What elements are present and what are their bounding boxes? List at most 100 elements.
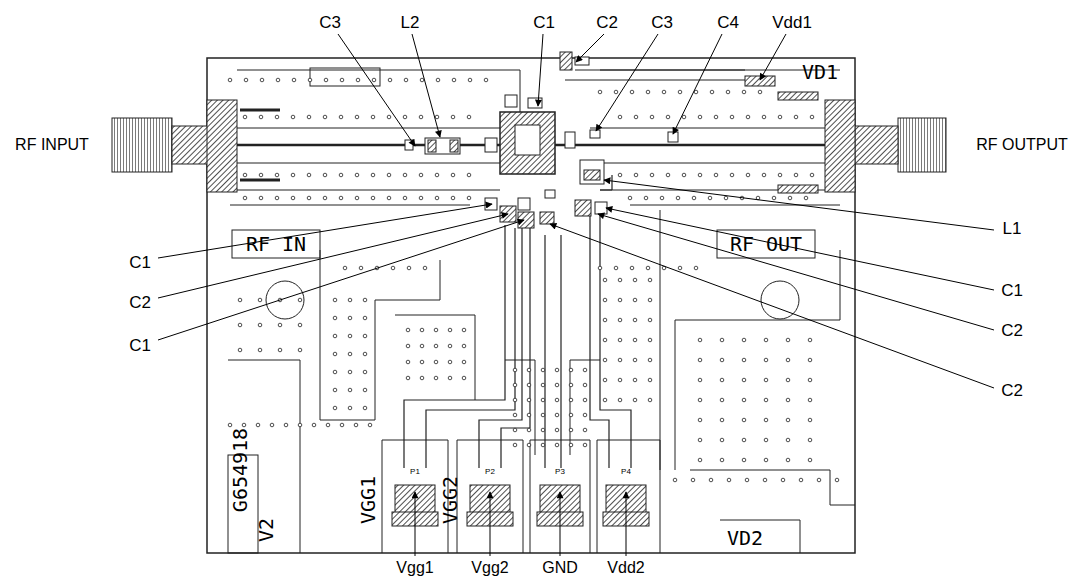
via-dot [772, 196, 776, 200]
pad-label: P4 [621, 468, 631, 476]
via-dot [764, 418, 768, 422]
via-dot [633, 298, 637, 302]
via-dot [434, 344, 438, 348]
via-dot [742, 458, 746, 462]
callout-label: C1 [533, 14, 555, 31]
via-dot [603, 278, 607, 282]
via-dot [541, 368, 545, 372]
via-dot [786, 398, 790, 402]
via-dot [333, 334, 337, 338]
via-dot [333, 388, 337, 392]
via-dot [808, 378, 812, 382]
via-dot [451, 196, 455, 200]
via-dot [698, 398, 702, 402]
via-dot [228, 423, 232, 427]
via-dot [403, 196, 407, 200]
via-dot [363, 298, 367, 302]
via-dot [555, 368, 559, 372]
via-dot [598, 90, 602, 94]
via-dot [583, 368, 587, 372]
via-dot [372, 78, 376, 82]
via-dot [758, 90, 762, 94]
via-dot [764, 398, 768, 402]
via-dot [698, 378, 702, 382]
via-dot [406, 344, 410, 348]
via-dot [808, 438, 812, 442]
via-dot [583, 443, 587, 447]
via-dot [633, 378, 637, 382]
leader-line [626, 492, 627, 556]
via-dot [764, 338, 768, 342]
via-dot [406, 376, 410, 380]
via-dot [307, 196, 311, 200]
via-dot [633, 338, 637, 342]
leader-line [576, 34, 604, 62]
via-dot [709, 478, 713, 482]
leader-line [338, 34, 415, 146]
via-dot [541, 383, 545, 387]
via-dot [618, 338, 622, 342]
via-dot [808, 338, 812, 342]
via-dot [420, 328, 424, 332]
leader-line [538, 34, 543, 106]
via-dot [618, 298, 622, 302]
via-dot [284, 423, 288, 427]
via-dot [555, 398, 559, 402]
via-dot [742, 438, 746, 442]
leader-line [606, 208, 994, 290]
pad-label: P3 [555, 468, 565, 476]
via-dot [666, 115, 670, 119]
via-dot [333, 316, 337, 320]
via-dot [666, 173, 670, 177]
via-dot [648, 318, 652, 322]
via-dot [660, 196, 664, 200]
via-dot [745, 478, 749, 482]
via-dot [781, 478, 785, 482]
via-dot [363, 388, 367, 392]
via-dot [355, 173, 359, 177]
via-dot [420, 344, 424, 348]
via-dot [676, 196, 680, 200]
via-dot [720, 378, 724, 382]
via-dot [467, 115, 471, 119]
via-dot [513, 368, 517, 372]
via-dot [650, 173, 654, 177]
silkscreen-text: RF IN [246, 234, 306, 254]
via-dot [275, 115, 279, 119]
via-dot [243, 196, 247, 200]
via-dot [484, 78, 488, 82]
via-dot [354, 423, 358, 427]
via-dot [742, 398, 746, 402]
via-dot [714, 173, 718, 177]
via-dot [359, 266, 363, 270]
via-dot [228, 78, 232, 82]
via-dot [462, 360, 466, 364]
via-dot [298, 348, 302, 352]
via-dot [555, 443, 559, 447]
via-dot [435, 115, 439, 119]
via-dot [618, 398, 622, 402]
via-dot [541, 398, 545, 402]
via-dot [786, 438, 790, 442]
leader-line [560, 492, 561, 556]
via-dot [513, 413, 517, 417]
via-dot [451, 115, 455, 119]
via-dot [462, 344, 466, 348]
via-dot [710, 90, 714, 94]
callout-label: GND [542, 560, 578, 576]
via-dot [406, 360, 410, 364]
via-dot [618, 278, 622, 282]
via-dot [786, 358, 790, 362]
via-dot [435, 173, 439, 177]
via-dot [527, 368, 531, 372]
via-dot [391, 266, 395, 270]
callout-label: C2 [1001, 322, 1023, 339]
via-dot [720, 398, 724, 402]
via-dot [276, 78, 280, 82]
via-dot [817, 478, 821, 482]
via-dot [698, 358, 702, 362]
via-dot [726, 90, 730, 94]
via-dot [348, 388, 352, 392]
via-dot [324, 78, 328, 82]
via-dot [387, 115, 391, 119]
